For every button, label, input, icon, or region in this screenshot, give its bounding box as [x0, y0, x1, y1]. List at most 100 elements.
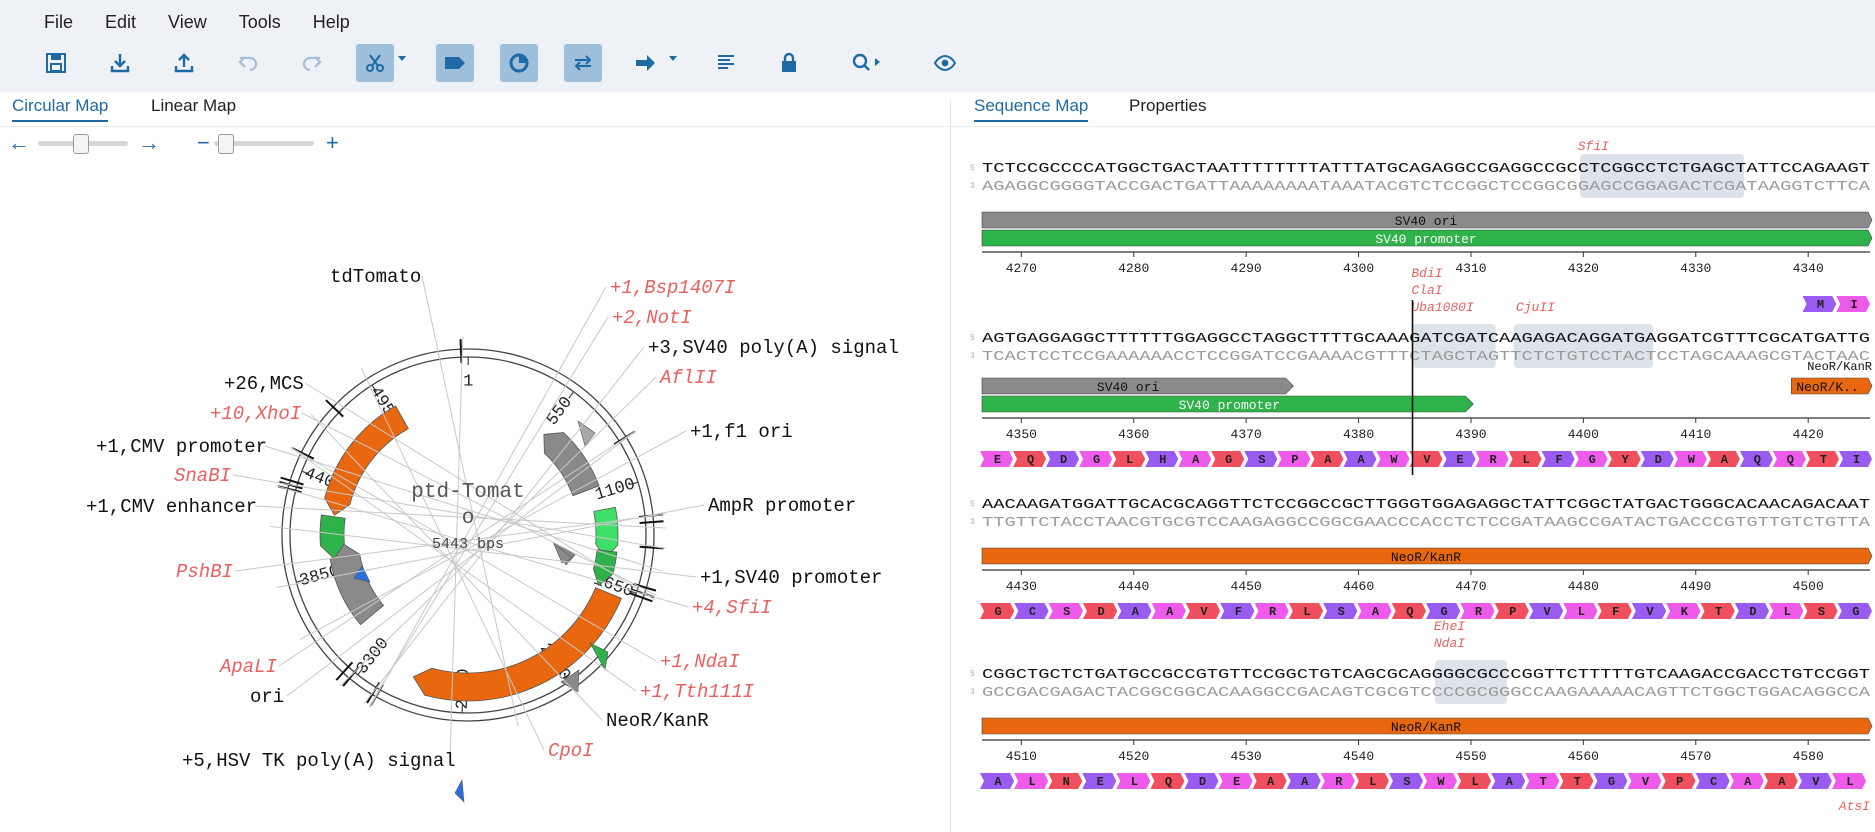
rotate-slider-thumb[interactable]: [73, 134, 89, 154]
amino-acid[interactable]: [980, 773, 1015, 789]
amino-acid[interactable]: [1442, 451, 1476, 467]
label-sv40-promoter[interactable]: +1,SV40 promoter: [700, 567, 882, 589]
amino-acid[interactable]: [1457, 773, 1492, 789]
amino-acid[interactable]: [1079, 451, 1113, 467]
cut-sites-dropdown-icon[interactable]: [398, 56, 406, 61]
cut-sites-button[interactable]: [356, 44, 394, 82]
amino-acid[interactable]: [1734, 603, 1770, 619]
amino-acid[interactable]: [1627, 773, 1662, 789]
enzyme-atsi[interactable]: AtsI: [1838, 799, 1870, 814]
amino-acid[interactable]: [1117, 603, 1152, 619]
enzyme-bdii[interactable]: BdiI: [1411, 266, 1442, 281]
amino-acid[interactable]: [1320, 773, 1355, 789]
amino-acid[interactable]: [1388, 773, 1423, 789]
amino-acid[interactable]: [1831, 773, 1866, 789]
sequence-bottom-strand[interactable]: GCCGACGAGACTACGGCGGCACAAGGCCGACAGTCGCGTC…: [982, 686, 1871, 701]
cut-site-marker[interactable]: [335, 661, 354, 681]
menu-help[interactable]: Help: [312, 12, 350, 32]
feature-neo-kanr[interactable]: [324, 405, 409, 516]
feature-sv40-ori[interactable]: [981, 377, 1294, 395]
amino-acid[interactable]: [1695, 773, 1730, 789]
amino-acid[interactable]: [1391, 603, 1426, 619]
amino-acid[interactable]: [1528, 603, 1564, 619]
amino-acid[interactable]: [1541, 451, 1575, 467]
amino-acid[interactable]: [1376, 451, 1410, 467]
amino-acid[interactable]: [1252, 773, 1287, 789]
align-button[interactable]: [707, 44, 745, 82]
amino-acid[interactable]: [1563, 603, 1598, 619]
amino-acid[interactable]: [1211, 451, 1245, 467]
amino-acid[interactable]: [980, 451, 1014, 467]
label-apali[interactable]: ApaLI: [219, 656, 277, 678]
amino-acid[interactable]: [1673, 451, 1707, 467]
feature-cmv-promoter[interactable]: [593, 549, 618, 587]
enzyme-ehei[interactable]: EheI: [1434, 619, 1465, 634]
amino-acid[interactable]: [1593, 773, 1628, 789]
amino-acid[interactable]: [1354, 773, 1389, 789]
enzyme-clai[interactable]: ClaI: [1411, 283, 1442, 298]
sequence-map[interactable]: SfiITCTCCGCCCCATGGCTGACTAATTTTTTTTATTTAT…: [960, 130, 1875, 832]
save-button[interactable]: [37, 44, 75, 82]
amino-acid[interactable]: [1423, 773, 1458, 789]
label-cmv-promoter[interactable]: +1,CMV promoter: [96, 436, 267, 458]
label-sfii[interactable]: +4,SfiI: [692, 597, 772, 619]
amino-acid[interactable]: [1288, 603, 1324, 619]
sequence-top-strand[interactable]: CGGCTGCTCTGATGCCGCCGTGTTCCGGCTGTCAGCGCAG…: [982, 668, 1870, 683]
menu-file[interactable]: File: [44, 12, 74, 32]
menu-tools[interactable]: Tools: [238, 12, 281, 32]
amino-acid[interactable]: [1151, 603, 1186, 619]
amino-acid[interactable]: [1014, 773, 1049, 789]
amino-acid[interactable]: [1836, 296, 1870, 312]
amino-acid[interactable]: [1607, 451, 1641, 467]
label-xhoi[interactable]: +10,XhoI: [210, 403, 301, 425]
amino-acid[interactable]: [1640, 451, 1674, 467]
amino-acid[interactable]: [1286, 773, 1321, 789]
amino-acid[interactable]: [1838, 451, 1872, 467]
menu-edit[interactable]: Edit: [105, 12, 137, 32]
lock-button[interactable]: [770, 44, 808, 82]
download-button[interactable]: [101, 44, 139, 82]
amino-acid[interactable]: [1460, 603, 1495, 619]
cut-site-marker[interactable]: [459, 339, 463, 364]
zoom-in-icon[interactable]: +: [326, 130, 339, 155]
label-snabi[interactable]: SnaBI: [174, 465, 231, 487]
amino-acid[interactable]: [1763, 773, 1798, 789]
feature-sv40-ori[interactable]: [981, 211, 1873, 229]
feature-ampr-promoter-2[interactable]: [552, 541, 573, 564]
feature-label-button[interactable]: [436, 44, 474, 82]
feature-small-gray[interactable]: [560, 669, 580, 693]
amino-acid[interactable]: [1706, 451, 1740, 467]
enzyme-ndai[interactable]: NdaI: [1434, 636, 1465, 651]
amino-acid[interactable]: [1185, 603, 1221, 619]
amino-acid[interactable]: [1048, 773, 1083, 789]
amino-acid[interactable]: [1409, 451, 1443, 467]
amino-acid[interactable]: [1116, 773, 1151, 789]
amino-acid[interactable]: [1700, 603, 1735, 619]
amino-acid[interactable]: [1805, 451, 1839, 467]
amino-acid[interactable]: [1218, 773, 1253, 789]
amino-acid[interactable]: [980, 603, 1015, 619]
amino-acid[interactable]: [1145, 451, 1179, 467]
amino-acid[interactable]: [1048, 603, 1083, 619]
amino-acid[interactable]: [1494, 603, 1529, 619]
sequence-bottom-strand[interactable]: AGAGGCGGGGTACCGACTGATTAAAAAAAATAAATACGTC…: [982, 180, 1871, 195]
sequence-top-strand[interactable]: AACAAGATGGATTGCACGCAGGTTCTCCGGCCGCTTGGGT…: [982, 498, 1870, 513]
feature-sv40-promoter[interactable]: [981, 229, 1873, 247]
redo-button[interactable]: [293, 44, 331, 82]
zoom-out-icon[interactable]: −: [197, 130, 210, 155]
menu-view[interactable]: View: [168, 12, 207, 32]
label-tdtomato[interactable]: tdTomato: [330, 266, 421, 288]
undo-button[interactable]: [229, 44, 267, 82]
cut-site-marker[interactable]: [639, 520, 664, 524]
amino-acid[interactable]: [1357, 603, 1392, 619]
amino-acid[interactable]: [1426, 603, 1461, 619]
zoom-slider-thumb[interactable]: [218, 134, 234, 154]
amino-acid[interactable]: [1184, 773, 1219, 789]
amino-acid[interactable]: [1323, 603, 1358, 619]
amino-acid[interactable]: [1013, 451, 1047, 467]
feature-origin-blue[interactable]: [454, 778, 465, 803]
amino-acid[interactable]: [1244, 451, 1278, 467]
feature-sv40-promoter[interactable]: [319, 514, 346, 560]
amino-acid[interactable]: [1254, 603, 1289, 619]
upload-button[interactable]: [165, 44, 203, 82]
